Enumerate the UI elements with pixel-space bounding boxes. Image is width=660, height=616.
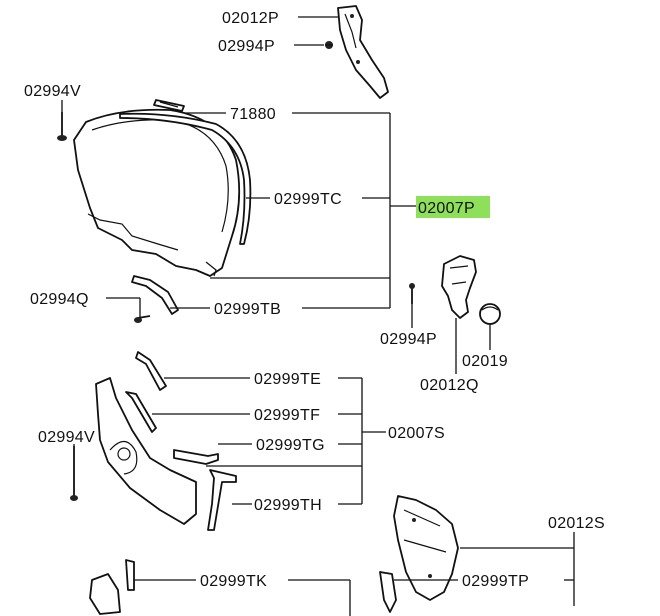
label-02999TB[interactable]: 02999TB (214, 301, 281, 318)
part-02019-cap (479, 303, 501, 325)
label-02999TG[interactable]: 02999TG (256, 437, 325, 454)
part-02012S-bracket (379, 495, 459, 613)
label-02994P-mid[interactable]: 02994P (380, 331, 437, 348)
part-71880-strip (153, 99, 185, 112)
label-02999TC[interactable]: 02999TC (274, 191, 342, 208)
part-02012P-bracket (337, 5, 389, 99)
part-02994P-bolt-mid (409, 283, 415, 304)
part-02994P-bolt-top (325, 41, 333, 49)
part-02999TB-strip (131, 275, 179, 315)
label-02994P-top[interactable]: 02994P (218, 38, 275, 55)
label-02019[interactable]: 02019 (462, 353, 508, 370)
part-02999TK (89, 559, 135, 615)
part-02007S-cover (95, 351, 237, 531)
label-02007S[interactable]: 02007S (388, 425, 445, 442)
label-02994V-mid[interactable]: 02994V (38, 429, 95, 446)
part-02012Q-bracket (441, 255, 477, 319)
label-02999TH[interactable]: 02999TH (254, 497, 322, 514)
label-02012P[interactable]: 02012P (222, 10, 279, 27)
label-02007P[interactable]: 02007P (418, 200, 475, 217)
label-71880[interactable]: 71880 (230, 106, 276, 123)
label-02994Q[interactable]: 02994Q (30, 291, 89, 308)
label-02999TE[interactable]: 02999TE (254, 371, 321, 388)
part-02994V-bolt-top (57, 112, 67, 141)
part-02994Q-bolt (134, 315, 151, 323)
highlight-02007P (416, 196, 490, 218)
label-02999TK[interactable]: 02999TK (200, 573, 267, 590)
label-02012Q[interactable]: 02012Q (420, 377, 479, 394)
part-02007P-cover (73, 108, 252, 277)
part-02994V-bolt-mid (70, 446, 78, 501)
label-02999TF[interactable]: 02999TF (254, 407, 320, 424)
label-02999TP[interactable]: 02999TP (462, 573, 529, 590)
label-02012S[interactable]: 02012S (548, 515, 605, 532)
leader-lines (61, 16, 575, 616)
label-02994V-top[interactable]: 02994V (24, 83, 81, 100)
